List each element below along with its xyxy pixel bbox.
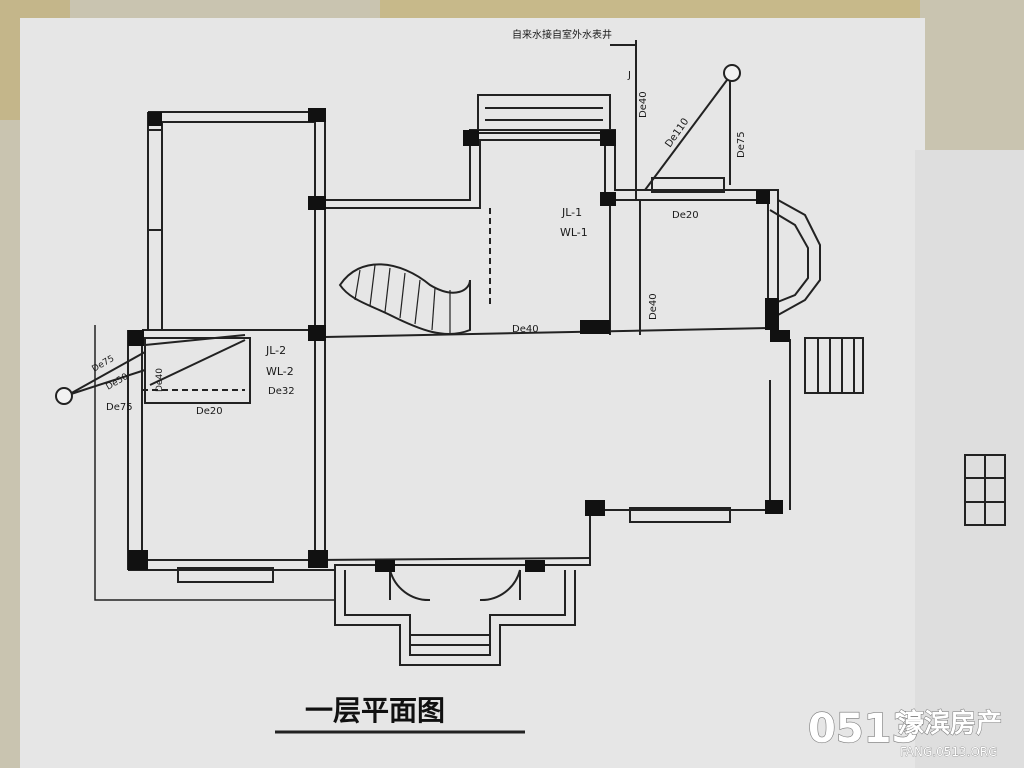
- label-de20-top: De20: [672, 210, 699, 221]
- pipe-top-diagonal: [644, 75, 731, 191]
- label-de75-left-b: De75: [106, 402, 133, 413]
- entrance-porch-inner: [344, 570, 566, 656]
- outer-wall-north-west: [148, 111, 760, 201]
- watermark-url: FANG.0513.ORG: [900, 745, 998, 759]
- bay-window-inner: [769, 209, 809, 306]
- label-j: J: [627, 70, 631, 81]
- entrance-door-swing-left: [389, 569, 431, 602]
- watermark: 0513 濠滨房产 FANG.0513.ORG: [807, 705, 1002, 759]
- label-de40-top: De40: [638, 91, 649, 118]
- entrance-porch: [334, 570, 576, 666]
- window-south-left: [177, 567, 274, 583]
- structural-columns: [128, 108, 790, 572]
- outer-wall-inner-line: [162, 121, 760, 209]
- label-de40-main: De40: [512, 324, 539, 335]
- label-jl2: JL-2: [265, 344, 286, 357]
- paper-sheet-under: [915, 150, 1024, 768]
- entrance-door-swing-right: [479, 569, 521, 602]
- drain-circle-top: [723, 64, 741, 82]
- pipe-to-circle-left: [67, 351, 146, 396]
- window-south-right: [629, 507, 731, 523]
- window-west: [147, 129, 163, 231]
- drain-circle-left: [55, 387, 73, 405]
- plan-linework: [67, 40, 1006, 734]
- site-boundary: [94, 325, 335, 601]
- watermark-number: 0513: [808, 706, 919, 752]
- tape-strip: [380, 0, 920, 22]
- label-de20-service: De20: [196, 406, 223, 417]
- label-de32: De32: [268, 386, 295, 397]
- stair-treads: [354, 264, 451, 333]
- pipe-diagonal-2: [149, 339, 246, 386]
- label-wl2: WL-2: [266, 365, 294, 378]
- label-jl1: JL-1: [561, 206, 582, 219]
- pipe-to-circle-left-2: [67, 369, 146, 396]
- north-balcony: [477, 94, 611, 134]
- label-de40-service: De40: [155, 368, 165, 392]
- spiral-stair: [338, 263, 471, 336]
- wall-mid-horizontal-b: [324, 327, 771, 338]
- drawing-title: 一层平面图: [305, 694, 445, 727]
- bay-window: [777, 199, 821, 316]
- label-de75-top: De75: [736, 131, 747, 158]
- label-wl1: WL-1: [560, 226, 588, 239]
- window-north-bath: [651, 177, 725, 193]
- watermark-brand: 濠滨房产: [898, 708, 1002, 739]
- pipe-diagonal-1: [144, 334, 246, 346]
- label-de40-bath: De40: [648, 293, 659, 320]
- east-steps: [804, 337, 864, 394]
- top-note: 自来水接自室外水表井: [512, 28, 612, 41]
